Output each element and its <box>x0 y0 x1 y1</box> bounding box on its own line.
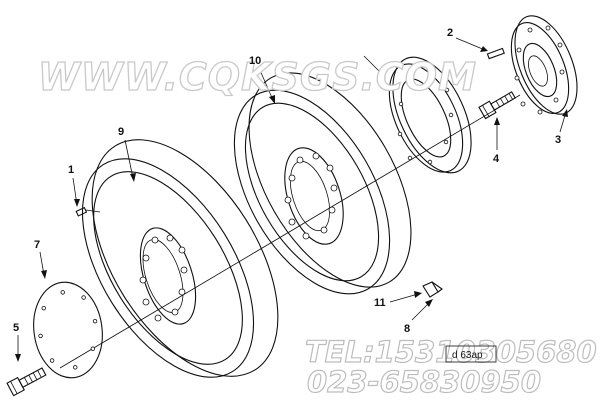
leader-lines <box>15 37 568 362</box>
callout-10: 10 <box>249 55 261 67</box>
callout-7: 7 <box>34 239 40 251</box>
callout-8: 8 <box>404 323 410 335</box>
watermark-tel: TEL:15310305680 <box>305 335 597 369</box>
reference-code: d 63ap <box>452 350 483 361</box>
watermark-site: WWW.CQKSGS.COM <box>38 55 477 99</box>
cap-screw <box>6 367 47 397</box>
callout-3: 3 <box>555 134 561 146</box>
crankshaft-damper <box>233 72 412 295</box>
callout-4: 4 <box>493 153 500 165</box>
mounting-bolt <box>478 91 516 120</box>
callout-5: 5 <box>13 322 19 334</box>
watermark-phone: 023-65830950 <box>307 365 541 399</box>
callout-9: 9 <box>118 126 124 138</box>
callout-11: 11 <box>374 297 386 309</box>
crankshaft-adapter <box>510 15 578 115</box>
vibration-damper <box>81 139 279 378</box>
callout-2: 2 <box>447 27 453 39</box>
dowel-pin <box>486 47 505 60</box>
locating-pin <box>75 206 88 217</box>
retaining-clip <box>422 281 443 298</box>
spacer-ring <box>388 56 472 174</box>
pin-guide-line <box>85 209 101 213</box>
reference-code-box <box>445 345 497 363</box>
shaft-axis <box>59 94 521 369</box>
cover-plate <box>33 281 103 379</box>
callout-1: 1 <box>68 164 74 176</box>
